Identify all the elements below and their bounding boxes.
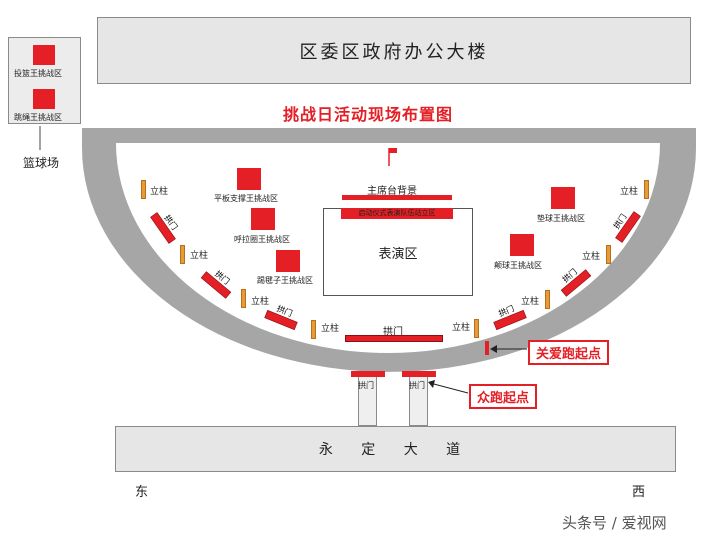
pillar bbox=[180, 245, 185, 264]
pushup-zone-label: 垫球王挑战区 bbox=[537, 214, 585, 223]
crowd-run-callout: 众跑起点 bbox=[469, 384, 538, 409]
watermark: 头条号 / 爱视网 bbox=[562, 514, 667, 532]
stage-area: 表演区 bbox=[323, 208, 473, 296]
basketball-court: 投篮王挑战区 跳绳王挑战区 bbox=[8, 37, 81, 124]
pillar-label: 立柱 bbox=[582, 252, 601, 262]
pillar bbox=[311, 320, 316, 339]
ball-zone-marker bbox=[510, 234, 534, 256]
arch bbox=[345, 335, 443, 342]
rope-zone-label: 跳绳王挑战区 bbox=[14, 113, 62, 122]
exit-arch-left-label: 拱门 bbox=[358, 381, 374, 390]
exit-arch-right bbox=[402, 371, 436, 377]
pillar bbox=[545, 290, 550, 309]
basketball-label: 篮球场 bbox=[23, 156, 60, 170]
stage-label: 表演区 bbox=[378, 247, 418, 262]
hoop-zone-marker bbox=[251, 208, 275, 230]
pillar bbox=[474, 319, 479, 338]
love-run-callout: 关爱跑起点 bbox=[528, 340, 610, 365]
ball-zone-label: 颠球王挑战区 bbox=[494, 261, 542, 270]
pillar-label: 立柱 bbox=[620, 187, 639, 197]
pillar-label: 立柱 bbox=[452, 323, 471, 333]
rostrum-backdrop bbox=[342, 195, 452, 200]
love-run-start-marker bbox=[485, 341, 489, 355]
shuttlecock-zone-label: 踢毽子王挑战区 bbox=[257, 276, 313, 285]
yongding-avenue: 永 定 大 道 bbox=[115, 426, 676, 472]
exit-arch-left bbox=[351, 371, 385, 377]
building-label: 区委区政府办公大楼 bbox=[299, 41, 489, 63]
plank-zone-marker bbox=[237, 168, 261, 190]
pillar-label: 立柱 bbox=[521, 297, 540, 307]
shuttlecock-zone-marker bbox=[276, 250, 300, 272]
rostrum-label: 主席台背景 bbox=[367, 186, 417, 197]
direction-west: 西 bbox=[632, 485, 646, 500]
direction-east: 东 bbox=[135, 485, 149, 500]
pillar bbox=[141, 180, 146, 199]
pillar bbox=[644, 180, 649, 199]
pillar bbox=[241, 289, 246, 308]
shooting-zone-marker bbox=[33, 45, 55, 65]
ceremony-banner-label: 启动仪式表演队伍站立区 bbox=[358, 209, 436, 217]
pillar-label: 立柱 bbox=[251, 297, 270, 307]
shooting-zone-label: 投篮王挑战区 bbox=[14, 69, 62, 78]
arch-label: 拱门 bbox=[383, 327, 403, 338]
pillar-label: 立柱 bbox=[150, 187, 169, 197]
diagram-title: 挑战日活动现场布置图 bbox=[283, 105, 454, 124]
flag-icon bbox=[388, 148, 397, 166]
pillar-label: 立柱 bbox=[190, 251, 209, 261]
pillar-label: 立柱 bbox=[321, 324, 340, 334]
hoop-zone-label: 呼拉圈王挑战区 bbox=[234, 235, 290, 244]
pushup-zone-marker bbox=[551, 187, 575, 209]
ceremony-banner: 启动仪式表演队伍站立区 bbox=[341, 208, 453, 219]
plank-zone-label: 平板支撑王挑战区 bbox=[214, 194, 278, 203]
pillar bbox=[606, 245, 611, 264]
rope-zone-marker bbox=[33, 89, 55, 109]
exit-arch-right-label: 拱门 bbox=[409, 381, 425, 390]
road-label: 永 定 大 道 bbox=[318, 442, 473, 458]
office-building: 区委区政府办公大楼 bbox=[97, 17, 691, 84]
